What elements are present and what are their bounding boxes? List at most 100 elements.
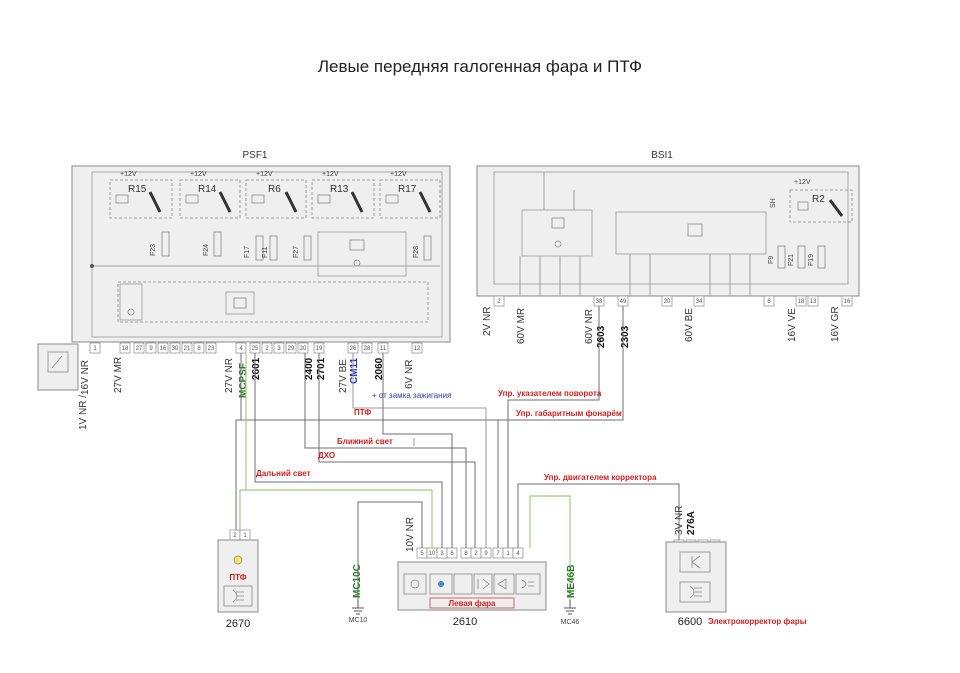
wire-2060: 2060 — [374, 357, 385, 380]
component-6600-label: Электрокорректор фары — [708, 617, 807, 626]
psf1-label-6v-nr: 6V NR — [404, 360, 415, 389]
wire-mc10c: MC10C — [352, 564, 363, 598]
svg-text:13: 13 — [810, 299, 817, 305]
svg-text:2: 2 — [474, 551, 478, 557]
psf1-label: PSF1 — [242, 150, 267, 161]
svg-text:SH: SH — [770, 198, 777, 208]
svg-text:30: 30 — [172, 346, 179, 352]
signal-corrector: Упр. двигателем корректора — [544, 473, 657, 482]
svg-text:8: 8 — [197, 346, 201, 352]
psf1-label-27v-mr: 27V MR — [113, 357, 124, 393]
svg-text:19: 19 — [316, 346, 323, 352]
svg-text:18: 18 — [122, 346, 129, 352]
bsi1-label: BSI1 — [651, 150, 673, 161]
signal-parking: Упр. габаритным фонарём — [516, 409, 622, 418]
fuse-f17: F17 — [244, 246, 251, 258]
svg-text:2: 2 — [233, 533, 237, 539]
svg-text:12: 12 — [414, 346, 421, 352]
component-2610: 5 10 3 6 8 2 9 7 1 4 10V NR Левая фара 2… — [397, 517, 547, 628]
svg-text:23: 23 — [208, 346, 215, 352]
relay-r15: +12V R15 — [109, 171, 173, 219]
svg-text:28: 28 — [364, 346, 371, 352]
fuse-f27: F27 — [293, 246, 300, 258]
svg-text:+12V: +12V — [322, 171, 339, 178]
relay-r13: +12V R13 — [311, 171, 375, 219]
headlamp-adjust-icon — [679, 581, 711, 603]
relay-r13-label: R13 — [330, 184, 349, 195]
svg-text:1: 1 — [243, 533, 247, 539]
wire-2701: 2701 — [316, 357, 327, 380]
signal-high-beam: Дальний свет — [256, 469, 311, 478]
svg-text:25: 25 — [252, 346, 259, 352]
diagram-title: Левые передняя галогенная фара и ПТФ — [318, 57, 642, 76]
svg-text:16: 16 — [844, 299, 851, 305]
ground-mc46: ME46B MC46 — [561, 565, 580, 626]
svg-text:2: 2 — [497, 299, 501, 305]
svg-text:5: 5 — [420, 551, 424, 557]
wires — [235, 306, 680, 600]
svg-text:34: 34 — [696, 299, 703, 305]
component-6600: 3V NR 276A 1 2 3 4 6600 Электрокорректор… — [665, 506, 807, 628]
fuse-f23: F23 — [150, 244, 157, 256]
svg-text:+12V: +12V — [390, 171, 407, 178]
svg-text:F19: F19 — [808, 254, 815, 266]
wire-cm11: CM11 — [349, 357, 360, 384]
wire-276a: 276A — [686, 511, 697, 535]
svg-text:29: 29 — [288, 346, 295, 352]
svg-text:11: 11 — [380, 346, 387, 352]
bulb-icon — [233, 555, 243, 565]
svg-text:49: 49 — [620, 299, 627, 305]
relay-r14-label: R14 — [198, 184, 217, 195]
svg-text:3: 3 — [440, 551, 444, 557]
wire-2400: 2400 — [304, 357, 315, 380]
high-beam-icon — [473, 573, 493, 595]
wire-2303: 2303 — [620, 325, 631, 348]
psf1-label-16v-nr: 16V NR — [80, 360, 91, 395]
bsi1-module: BSI1 R2 +12V SH F9 F21 F19 — [476, 150, 860, 344]
low-beam-icon — [403, 573, 427, 595]
svg-text:8: 8 — [767, 299, 771, 305]
component-6600-id: 6600 — [678, 616, 702, 628]
bsi-label-60v-mr: 60V MR — [516, 308, 527, 344]
psf1-controller — [317, 231, 407, 277]
signal-low-beam: Ближний свет — [337, 437, 393, 446]
fuse-f11: F11 — [262, 246, 269, 258]
parking-light-icon — [429, 573, 453, 595]
relay-r6: +12V R6 — [245, 171, 307, 219]
svg-text:9: 9 — [149, 346, 153, 352]
svg-text:MC10: MC10 — [349, 617, 368, 624]
relay-r15-label: R15 — [128, 184, 147, 195]
psf1-relays: +12V R15 +12V R14 +12V R6 +12 — [109, 171, 441, 219]
svg-text:3: 3 — [277, 346, 281, 352]
svg-text:F9: F9 — [768, 256, 775, 264]
component-2610-label: Левая фара — [449, 599, 497, 608]
relay-r6-label: R6 — [268, 184, 281, 195]
svg-text:+12V: +12V — [190, 171, 207, 178]
component-2610-id: 2610 — [453, 616, 477, 628]
svg-text:6: 6 — [450, 551, 454, 557]
signal-drl: ДХО — [318, 451, 335, 460]
svg-text:10: 10 — [429, 551, 436, 557]
component-2670-id: 2670 — [226, 618, 250, 630]
wire-10v-nr: 10V NR — [405, 517, 416, 552]
svg-text:18: 18 — [798, 299, 805, 305]
wire-2601: 2601 — [251, 357, 262, 380]
svg-text:20: 20 — [300, 346, 307, 352]
fuse-f28: F28 — [413, 246, 420, 258]
bsi-label-16v-gr: 16V GR — [830, 306, 841, 342]
ground-mc10: MC10C MC10 — [349, 564, 368, 624]
component-2670: 2 1 ПТФ 2670 — [217, 529, 259, 630]
svg-text:+12V: +12V — [794, 179, 811, 186]
psf1-fuses: F23 F24 F17 F11 F27 F28 — [150, 231, 432, 261]
psf1-pin-strip: 1 18 27 9 16 30 21 8 23 4 25 2 3 29 20 1… — [89, 342, 423, 354]
svg-text:4: 4 — [239, 346, 243, 352]
drl-icon — [453, 573, 473, 595]
svg-text:7: 7 — [496, 551, 500, 557]
relay-r2 — [789, 189, 853, 223]
conn-2610-pins: 5 10 3 6 8 2 9 7 1 4 — [416, 547, 524, 559]
svg-text:R2: R2 — [812, 194, 825, 205]
psf1-inner — [91, 171, 443, 338]
svg-text:8: 8 — [464, 551, 468, 557]
bsi-label-2v-nr: 2V NR — [482, 307, 493, 336]
